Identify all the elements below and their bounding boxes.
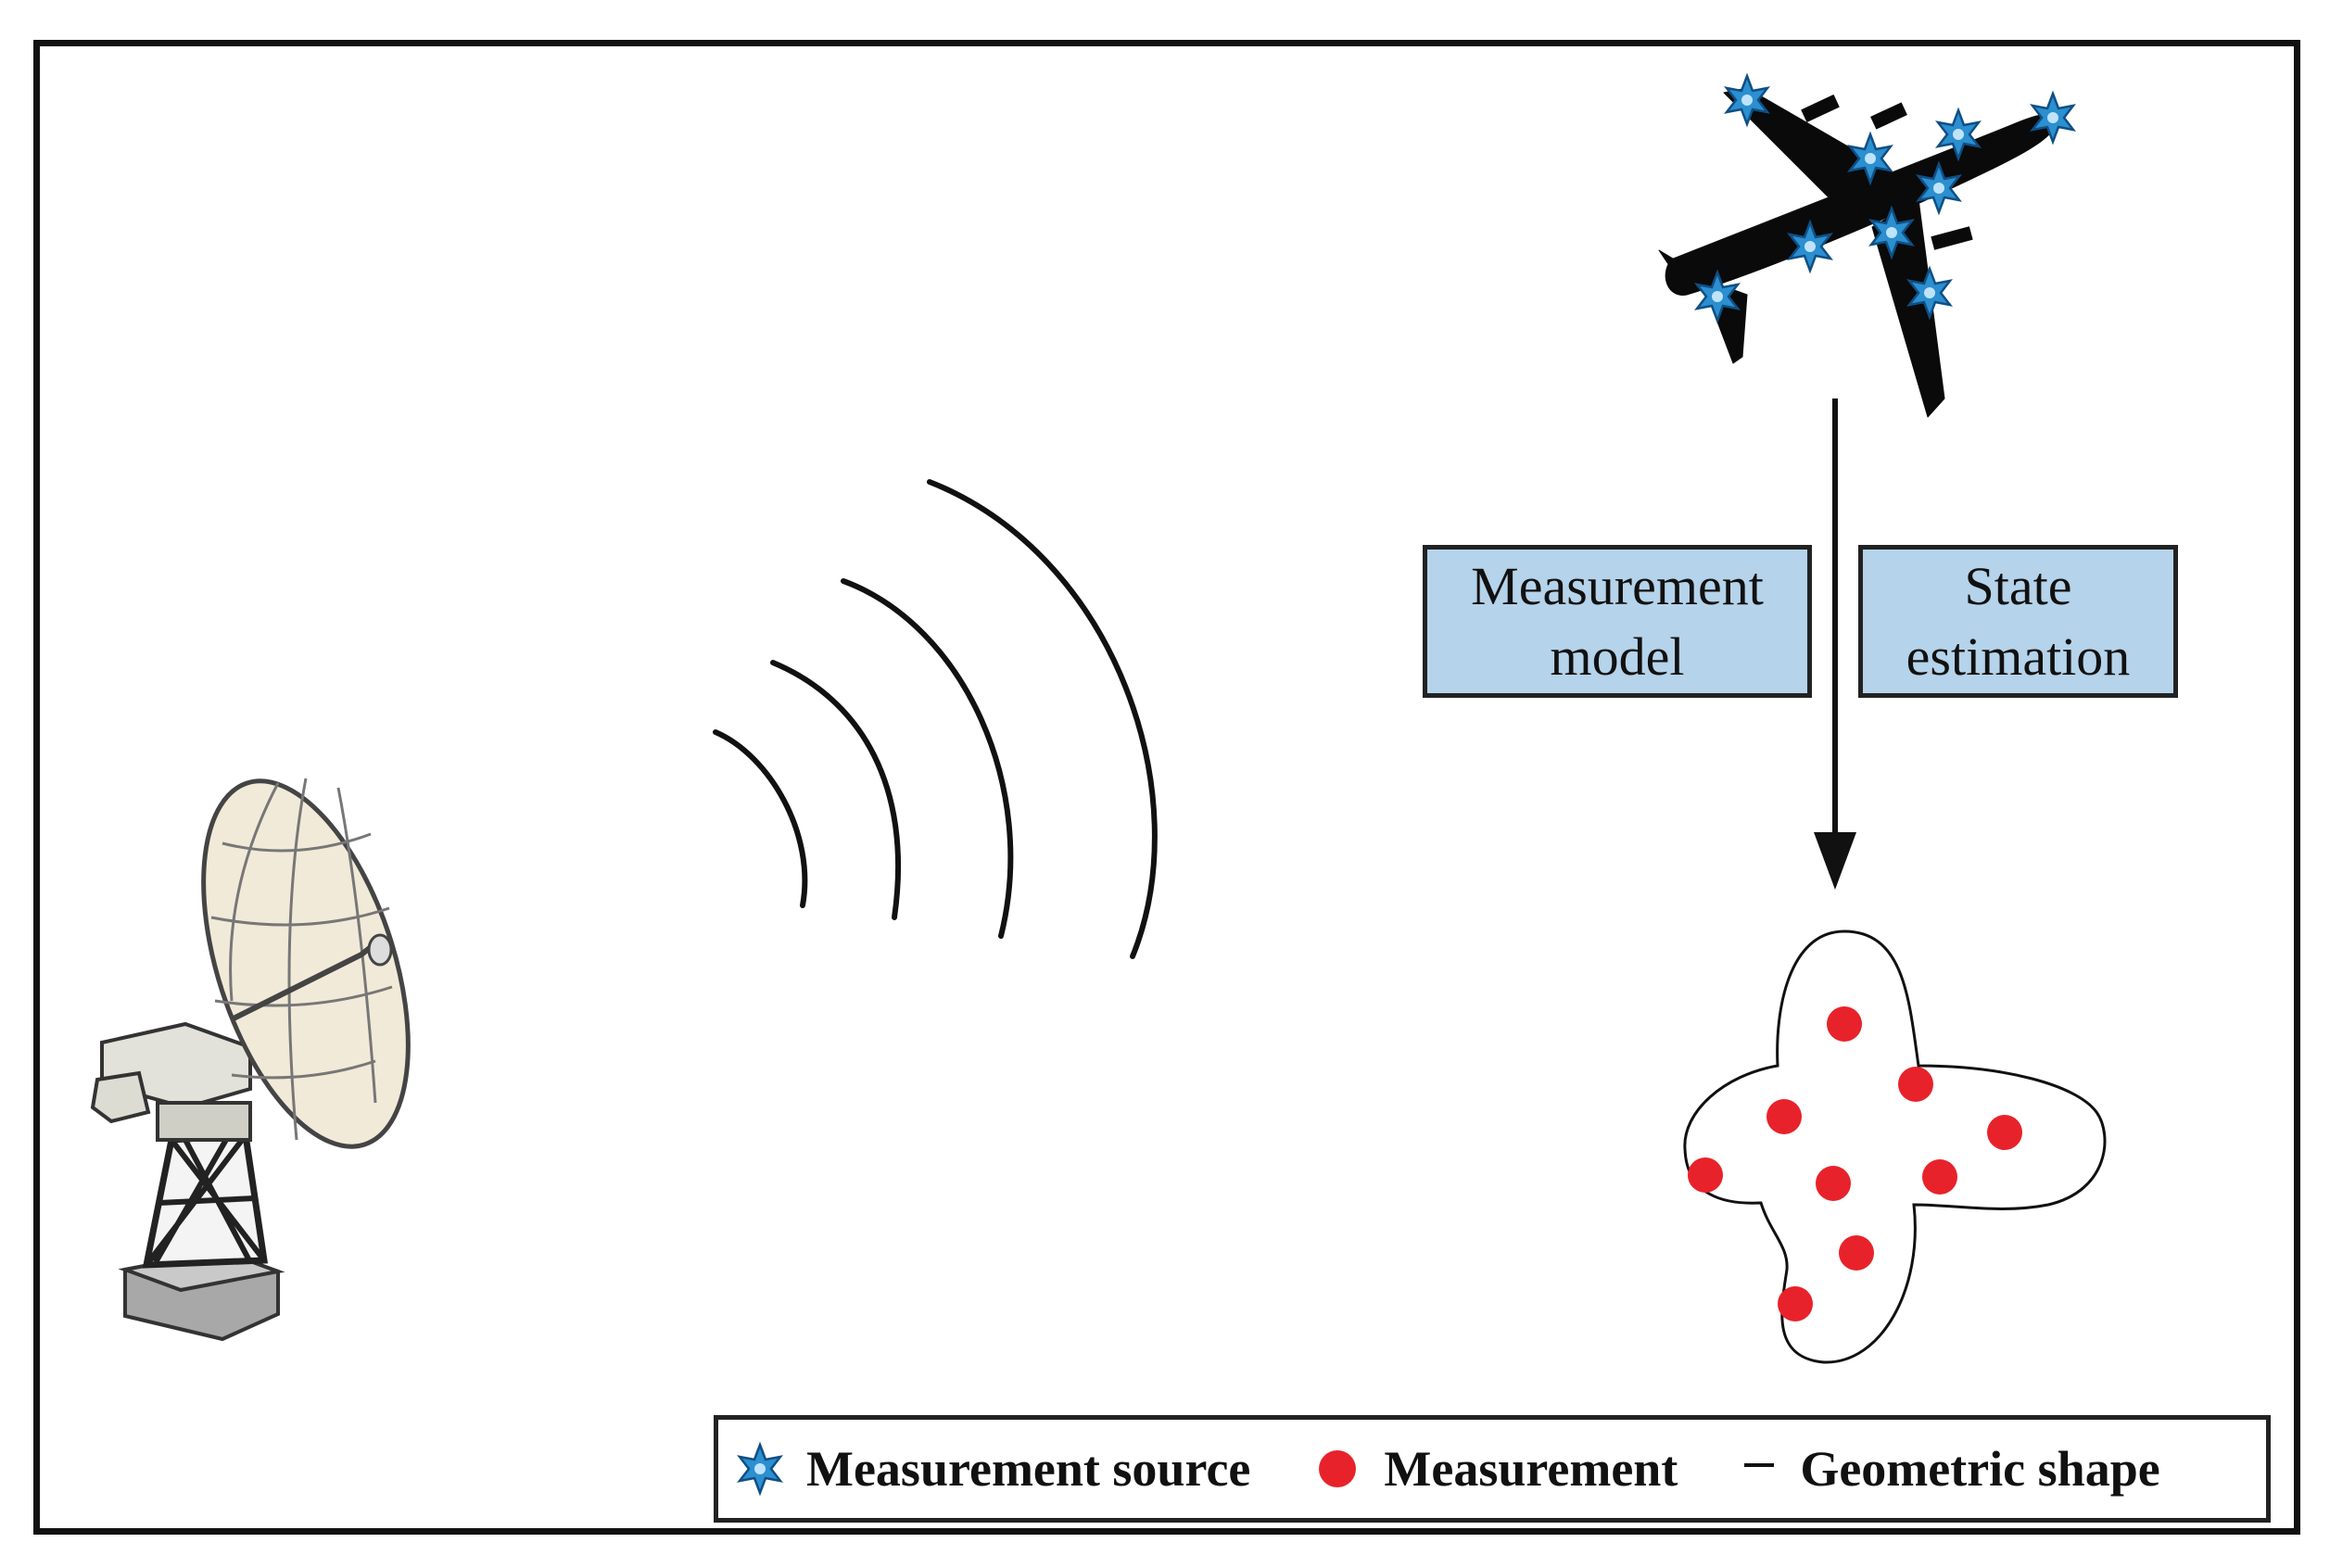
legend-item-measurement: Measurement <box>1317 1440 1678 1498</box>
down-arrow <box>1814 398 1856 890</box>
dot-icon <box>1319 1450 1357 1487</box>
star-icon <box>737 1441 783 1497</box>
dot-icon <box>1688 1157 1723 1193</box>
state-estimation-line2: estimation <box>1906 626 2131 687</box>
dot-icon <box>1827 1006 1862 1042</box>
state-estimation-line1: State <box>1964 555 2072 616</box>
dot-icon <box>1778 1286 1813 1321</box>
legend-item-source: Measurement source <box>732 1440 1250 1498</box>
geometric-shape <box>1683 929 2107 1364</box>
state-estimation-box: State estimation <box>1858 545 2178 698</box>
legend: Measurement source Measurement Geometric… <box>714 1415 2271 1523</box>
signal-wave-4 <box>927 479 1158 959</box>
dot-icon <box>1766 1099 1802 1134</box>
airplane-icon <box>1658 87 2059 418</box>
dot-icon <box>1922 1159 1957 1195</box>
measurement-model-box: Measurement model <box>1423 545 1812 698</box>
dot-icon <box>1987 1115 2022 1150</box>
signal-wave-3 <box>841 578 1014 939</box>
signal-wave-2 <box>770 660 901 920</box>
legend-source-label: Measurement source <box>806 1441 1251 1497</box>
dot-icon <box>1816 1166 1851 1201</box>
signal-wave-1 <box>713 729 808 908</box>
legend-shape-label: Geometric shape <box>1800 1441 2160 1497</box>
measurement-model-line1: Measurement <box>1471 555 1764 616</box>
legend-item-shape: Geometric shape <box>1742 1440 2160 1498</box>
measurement-model-line2: model <box>1550 626 1685 687</box>
legend-measurement-label: Measurement <box>1384 1441 1678 1497</box>
line-icon <box>1744 1463 1775 1467</box>
radar-dish-icon <box>90 778 411 1342</box>
diagram-frame <box>33 40 2300 1535</box>
measurements <box>1688 1006 2022 1321</box>
dot-icon <box>1898 1067 1933 1102</box>
signal-waves <box>713 479 1158 959</box>
dot-icon <box>1839 1235 1874 1271</box>
